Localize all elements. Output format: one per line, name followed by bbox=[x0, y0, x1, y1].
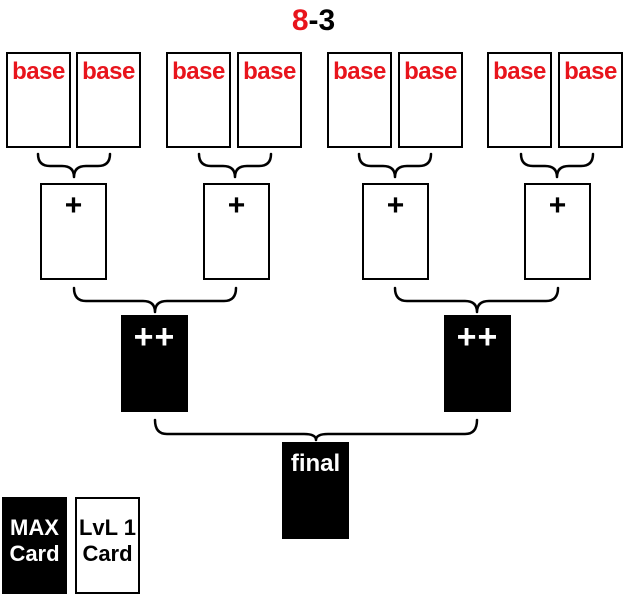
brace-connector bbox=[357, 152, 433, 179]
plusplus-card-label: ++ bbox=[133, 318, 176, 356]
final-card: final bbox=[282, 442, 349, 539]
legend-lvl1-line1: LvL 1 bbox=[78, 515, 137, 540]
base-card-label: base bbox=[564, 58, 617, 85]
plus-card: + bbox=[203, 183, 270, 280]
base-card: base bbox=[166, 52, 231, 148]
base-card: base bbox=[76, 52, 141, 148]
plusplus-card: ++ bbox=[444, 315, 511, 412]
base-card-label: base bbox=[333, 58, 386, 85]
plus-card: + bbox=[524, 183, 591, 280]
base-card: base bbox=[398, 52, 463, 148]
brace-connector bbox=[36, 152, 112, 179]
base-card-label: base bbox=[82, 58, 135, 85]
base-card: base bbox=[237, 52, 302, 148]
brace-connector bbox=[519, 152, 595, 179]
base-card-label: base bbox=[12, 58, 65, 85]
base-card-label: base bbox=[243, 58, 296, 85]
title-number: 8 bbox=[291, 4, 309, 37]
plus-card-label: + bbox=[64, 189, 83, 222]
legend-max-text: MAX Card bbox=[4, 515, 65, 567]
plus-card: + bbox=[40, 183, 107, 280]
brace-connector bbox=[72, 286, 238, 314]
base-card: base bbox=[327, 52, 392, 148]
diagram-title: 8-3 bbox=[0, 4, 627, 38]
title-dash: - bbox=[308, 4, 319, 37]
brace-connector bbox=[197, 152, 273, 179]
plus-card-label: + bbox=[386, 189, 405, 222]
plus-card-label: + bbox=[548, 189, 567, 222]
legend-lvl1-text: LvL 1 Card bbox=[77, 515, 138, 567]
base-card: base bbox=[6, 52, 71, 148]
legend-lvl1-card: LvL 1 Card bbox=[75, 497, 140, 594]
legend-max-line2: Card bbox=[9, 541, 60, 566]
plus-card: + bbox=[362, 183, 429, 280]
base-card-label: base bbox=[404, 58, 457, 85]
legend-max-card: MAX Card bbox=[2, 497, 67, 594]
base-card-label: base bbox=[493, 58, 546, 85]
legend-max-line1: MAX bbox=[10, 515, 59, 540]
legend-lvl1-line2: Card bbox=[82, 541, 133, 566]
plusplus-card: ++ bbox=[121, 315, 188, 412]
base-card: base bbox=[558, 52, 623, 148]
final-card-label: final bbox=[290, 450, 341, 477]
base-card-label: base bbox=[172, 58, 225, 85]
title-count: 3 bbox=[318, 4, 336, 37]
brace-connector bbox=[393, 286, 560, 314]
base-card: base bbox=[487, 52, 552, 148]
plus-card-label: + bbox=[227, 189, 246, 222]
brace-connector bbox=[153, 418, 479, 442]
plusplus-card-label: ++ bbox=[456, 318, 499, 356]
